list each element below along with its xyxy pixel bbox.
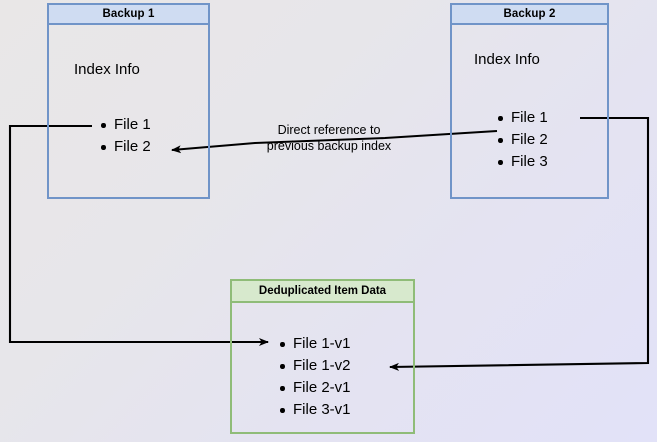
backup1-file-list: File 1 File 2 <box>101 114 151 158</box>
backup2-index-info-label: Index Info <box>474 51 540 68</box>
backup1-box[interactable] <box>47 3 210 199</box>
backup2-header-label: Backup 2 <box>503 8 556 20</box>
direct-reference-label: Direct reference to previous backup inde… <box>249 122 409 154</box>
list-item: File 1-v1 <box>280 333 351 355</box>
direct-reference-label-line2: previous backup index <box>266 139 392 153</box>
backup1-header: Backup 1 <box>47 3 210 25</box>
backup2-file-list: File 1 File 2 File 3 <box>498 107 548 173</box>
list-item: File 1-v2 <box>280 355 351 377</box>
list-item: File 3 <box>498 151 548 173</box>
list-item: File 2 <box>498 129 548 151</box>
list-item: File 2 <box>101 136 151 158</box>
list-item: File 1 <box>498 107 548 129</box>
dedup-header-label: Deduplicated Item Data <box>258 285 387 297</box>
dedup-file-list: File 1-v1 File 1-v2 File 2-v1 File 3-v1 <box>280 333 351 421</box>
direct-reference-label-line1: Direct reference to <box>277 123 381 137</box>
list-item: File 3-v1 <box>280 399 351 421</box>
dedup-header: Deduplicated Item Data <box>230 279 415 303</box>
backup1-header-label: Backup 1 <box>102 8 155 20</box>
backup1-index-info-label: Index Info <box>74 61 140 78</box>
backup2-header: Backup 2 <box>450 3 609 25</box>
list-item: File 1 <box>101 114 151 136</box>
list-item: File 2-v1 <box>280 377 351 399</box>
